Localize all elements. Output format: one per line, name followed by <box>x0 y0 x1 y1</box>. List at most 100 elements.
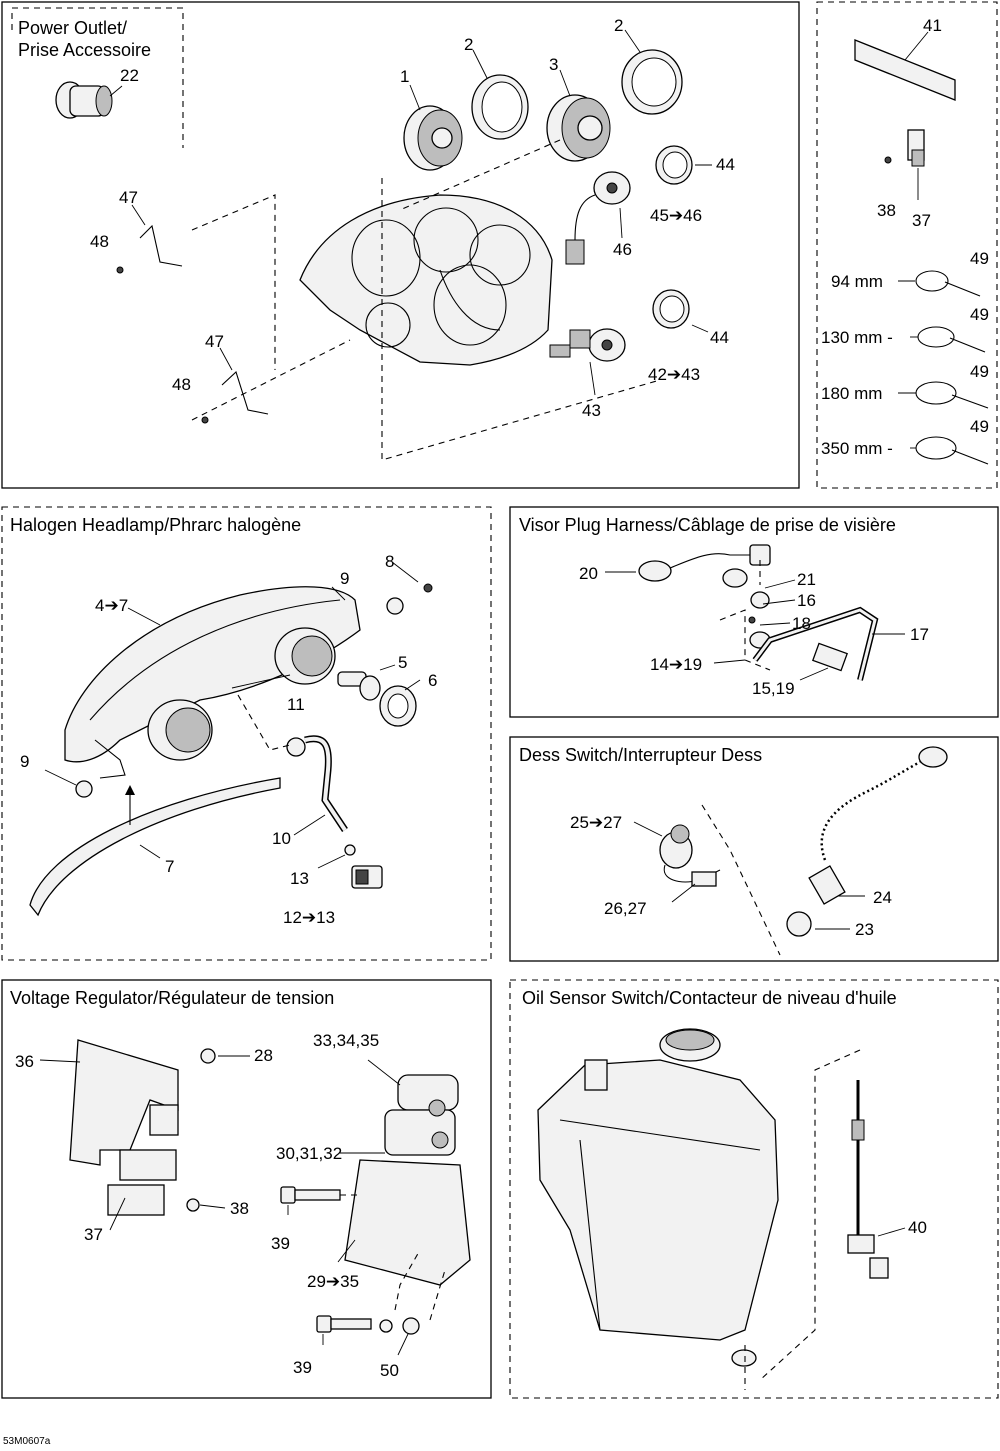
nut-13 <box>344 844 356 856</box>
callout-5: 5 <box>398 653 408 672</box>
panel-frame-clamps <box>816 1 998 489</box>
indicator-lamp-46 <box>565 171 631 265</box>
callout-46: 46 <box>613 240 632 259</box>
callout-48-b: 48 <box>172 375 191 394</box>
callout-12-13: 12➔13 <box>283 908 336 927</box>
callout-49-a: 49 <box>970 249 989 268</box>
callout-41: 41 <box>923 16 942 35</box>
callout-38-a: 38 <box>877 201 896 220</box>
socket-12 <box>351 865 383 889</box>
bolt-39-b <box>316 1315 372 1333</box>
callout-22: 22 <box>120 66 139 85</box>
panel-title-visor: Visor Plug Harness/Câblage de prise de v… <box>519 515 896 535</box>
indicator-lamp-42 <box>549 328 626 362</box>
callout-48-a: 48 <box>90 232 109 251</box>
callout-16: 16 <box>797 591 816 610</box>
panel-frame-headlamp <box>1 506 492 961</box>
callout-50: 50 <box>380 1361 399 1380</box>
callout-1: 1 <box>400 67 410 86</box>
size-180mm: 180 mm <box>821 384 883 403</box>
callout-24: 24 <box>873 888 892 907</box>
callout-49-d: 49 <box>970 417 989 436</box>
callout-8: 8 <box>385 552 395 571</box>
panel-title-dess: Dess Switch/Interrupteur Dess <box>519 745 763 765</box>
panel-frame-visor <box>509 506 999 718</box>
callout-26-27: 26,27 <box>604 899 647 918</box>
callout-44-b: 44 <box>710 328 729 347</box>
grommet-9-a <box>386 597 404 615</box>
callout-18: 18 <box>792 614 811 633</box>
cable-tie-94 <box>915 270 981 297</box>
callout-4-7: 4➔7 <box>95 596 129 615</box>
callout-36: 36 <box>15 1052 34 1071</box>
callout-13: 13 <box>290 869 309 888</box>
panel-frame-dess <box>509 736 999 962</box>
power-outlet-part <box>55 81 113 119</box>
screw-8 <box>423 583 433 593</box>
callout-33-35: 33,34,35 <box>313 1031 380 1050</box>
panel-frame-oil <box>509 979 999 1399</box>
panel-frame-instruments <box>1 1 800 489</box>
panel-title-headlamp: Halogen Headlamp/Phrarc halogène <box>10 515 302 535</box>
callout-10: 10 <box>272 829 291 848</box>
callout-37-a: 37 <box>912 211 931 230</box>
bracket-47-b <box>221 371 269 415</box>
callout-49-b: 49 <box>970 305 989 324</box>
voltage-regulator <box>344 1074 471 1286</box>
clip-37 <box>907 129 925 167</box>
callout-43: 43 <box>582 401 601 420</box>
visor-harness <box>638 544 879 681</box>
panel-title-power-outlet: Power Outlet/ Prise Accessoire <box>18 18 152 60</box>
callout-9-a: 9 <box>340 569 350 588</box>
cable-tie-180 <box>915 381 989 409</box>
cable-tie-350 <box>915 436 989 465</box>
grommet-9-b <box>75 780 93 798</box>
bolt-39-a <box>280 1186 341 1204</box>
callout-39-a: 39 <box>271 1234 290 1253</box>
callout-30-32: 30,31,32 <box>276 1144 343 1163</box>
panel-title-oil: Oil Sensor Switch/Contacteur de niveau d… <box>522 988 897 1008</box>
cover-7 <box>29 777 281 917</box>
screw-38 <box>186 1198 200 1212</box>
strip-41 <box>854 39 956 101</box>
callout-47-b: 47 <box>205 332 224 351</box>
bulb-5 <box>337 671 381 701</box>
callout-28: 28 <box>254 1046 273 1065</box>
callout-20: 20 <box>579 564 598 583</box>
nut-50 <box>402 1317 420 1335</box>
callout-29-35: 29➔35 <box>307 1272 360 1291</box>
callout-44-a: 44 <box>716 155 735 174</box>
size-130mm: 130 mm - <box>821 328 893 347</box>
callout-21: 21 <box>797 570 816 589</box>
size-350mm: 350 mm - <box>821 439 893 458</box>
callout-7: 7 <box>165 857 175 876</box>
dess-lanyard <box>786 746 948 937</box>
callout-25-27: 25➔27 <box>570 813 623 832</box>
drawing-code: 53M0607a <box>3 1436 51 1447</box>
callout-11: 11 <box>287 695 305 714</box>
callout-49-c: 49 <box>970 362 989 381</box>
callout-40: 40 <box>908 1218 927 1237</box>
cable-tie-130 <box>917 326 986 353</box>
callout-37-b: 37 <box>84 1225 103 1244</box>
callout-23: 23 <box>855 920 874 939</box>
regulator-bracket-36 <box>69 1039 179 1216</box>
gauge-3 <box>546 94 611 162</box>
oil-tank <box>537 1028 779 1367</box>
callout-38-b: 38 <box>230 1199 249 1218</box>
panel-frame-regulator <box>1 979 492 1399</box>
callout-2-a: 2 <box>464 35 474 54</box>
gauge-1 <box>403 105 463 171</box>
callout-47-a: 47 <box>119 188 138 207</box>
size-94mm: 94 mm <box>831 272 883 291</box>
callout-17: 17 <box>910 625 929 644</box>
callout-9-b: 9 <box>20 752 30 771</box>
dess-switch <box>659 824 721 887</box>
callout-39-b: 39 <box>293 1358 312 1377</box>
screw-28 <box>200 1048 216 1064</box>
callout-15-19: 15,19 <box>752 679 795 698</box>
callout-2-b: 2 <box>614 16 624 35</box>
hose-10 <box>286 735 348 832</box>
callout-3: 3 <box>549 55 559 74</box>
